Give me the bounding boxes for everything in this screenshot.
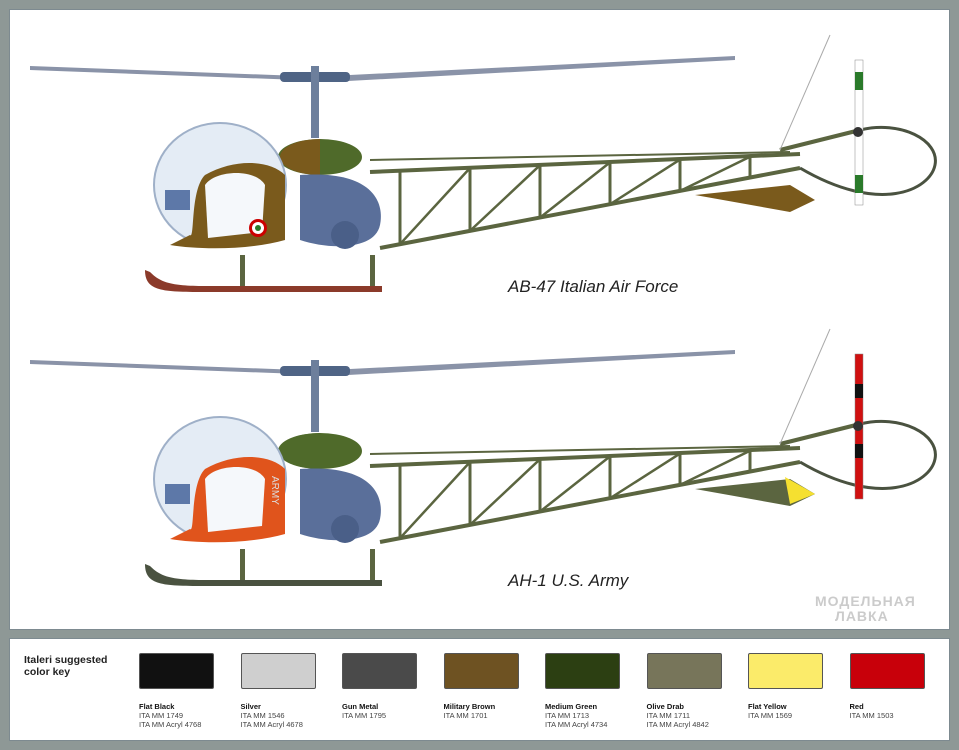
color-name: Medium Green (545, 702, 598, 711)
helicopter-illustrations: ARMY (30, 34, 937, 586)
color-name: Flat Black (139, 702, 175, 711)
color-name: Flat Yellow (748, 702, 787, 711)
color-swatch (748, 653, 823, 689)
engine (300, 468, 381, 541)
color-swatch (545, 653, 620, 689)
color-name: Military Brown (443, 702, 496, 711)
landing-skid (145, 270, 382, 292)
color-code: ITA MM Acryl 4842 (646, 720, 709, 729)
color-name: Silver (240, 702, 261, 711)
color-code: ITA MM 1713 (545, 711, 590, 720)
tail-guard (799, 125, 937, 196)
helicopter-1 (30, 328, 937, 586)
color-code: ITA MM 1749 (139, 711, 184, 720)
color-key-title: Italeri suggested color key (24, 654, 108, 678)
color-code: ITA MM 1503 (849, 711, 894, 720)
color-swatch (849, 653, 925, 689)
color-swatch (139, 653, 214, 689)
landing-skid (145, 564, 382, 586)
color-swatch (443, 653, 519, 689)
rotor-mast (311, 360, 319, 432)
main-rotor-blade (30, 56, 735, 82)
color-code: ITA MM 1795 (342, 711, 387, 720)
color-code: ITA MM Acryl 4678 (240, 720, 303, 729)
helicopter-0 (30, 34, 937, 292)
color-code: ITA MM Acryl 4734 (545, 720, 608, 729)
rotor-mast (311, 66, 319, 138)
color-code: ITA MM 1546 (240, 711, 285, 720)
tail-guard (799, 419, 937, 490)
army-marking: ARMY (269, 476, 280, 505)
engine (300, 174, 381, 247)
color-swatch (646, 653, 722, 689)
color-swatch (342, 653, 417, 689)
color-name: Olive Drab (646, 702, 685, 711)
watermark-line-1: МОДЕЛЬНАЯ (815, 593, 916, 609)
color-name: Red (849, 702, 864, 711)
color-name: Gun Metal (342, 702, 379, 711)
color-code: ITA MM 1711 (646, 711, 691, 720)
caption-ab47: AB-47 Italian Air Force (508, 277, 679, 296)
color-swatch (240, 653, 316, 689)
caption-ah1: AH-1 U.S. Army (508, 571, 629, 590)
color-code: ITA MM 1569 (748, 711, 793, 720)
tail-fin (695, 479, 815, 506)
color-code: ITA MM Acryl 4768 (139, 720, 202, 729)
illustration-panel (9, 9, 950, 630)
color-code: ITA MM 1701 (443, 711, 488, 720)
tail-fin (695, 185, 815, 212)
main-rotor-blade (30, 350, 735, 376)
watermark-line-2: ЛАВКА (835, 608, 889, 624)
